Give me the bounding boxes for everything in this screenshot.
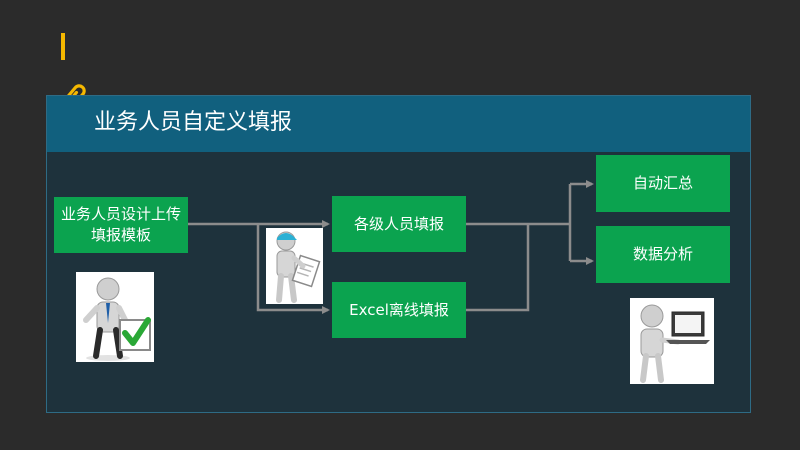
accent-bar [61, 33, 65, 60]
node-excel-offline-fill: Excel离线填报 [332, 282, 466, 338]
page-title: 业务人员自定义填报 [94, 110, 293, 135]
node-data-analysis: 数据分析 [596, 226, 730, 283]
panel-header: 业务人员自定义填报 [47, 96, 750, 152]
person-clipboard-icon [266, 228, 323, 304]
node-level-fill: 各级人员填报 [332, 196, 466, 252]
person-checkmark-icon [76, 272, 154, 362]
person-laptop-icon [630, 298, 714, 384]
node-auto-summary: 自动汇总 [596, 155, 730, 212]
node-template-upload: 业务人员设计上传填报模板 [54, 197, 188, 253]
